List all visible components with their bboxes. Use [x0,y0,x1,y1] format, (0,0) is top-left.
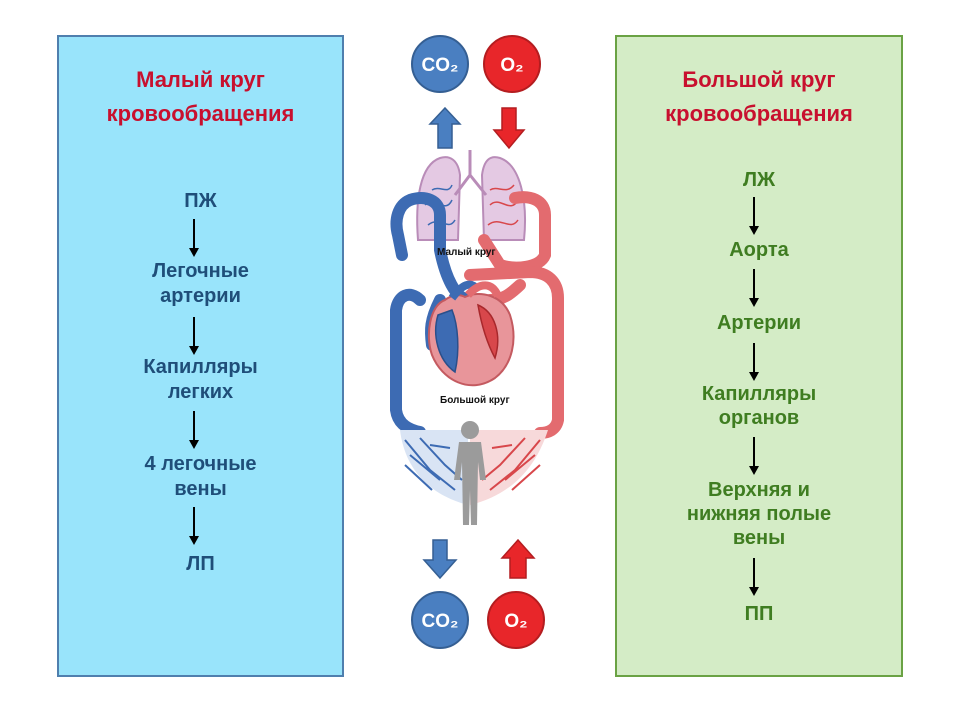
pulmonary-step-left-atrium: ЛП [186,553,215,575]
pulmonary-step-veins-line2: вены [174,478,227,500]
systemic-step-right-atrium: ПП [744,603,774,625]
o2-in-arrow-top [492,107,526,150]
systemic-step-capillaries-line2: органов [718,407,800,429]
pulmonary-step-capillaries-line2: легких [167,381,234,403]
small-circle-label: Малый круг [437,247,496,258]
large-circle-label: Большой круг [440,395,510,406]
o2-circle-bottom: O₂ [487,591,545,649]
human-silhouette-icon [454,421,486,525]
pulmonary-step-arteries-line2: артерии [160,285,241,307]
systemic-circulation-panel: Большой круг кровообращения ЛЖ Аорта Арт… [615,35,903,677]
co2-circle-bottom: CO₂ [411,591,469,649]
pulmonary-step-arteries-line1: Легочные [152,260,249,282]
pulmonary-title-line2: кровообращения [106,101,295,126]
systemic-step-left-ventricle: ЛЖ [742,169,776,191]
o2-in-arrow-bottom [500,538,536,579]
systemic-step-arteries: Артерии [716,312,802,334]
pulmonary-title-line1: Малый круг [136,67,265,92]
o2-circle-top: O₂ [483,35,541,93]
co2-out-arrow-top [428,106,462,149]
heart-illustration [427,280,515,387]
body-capillary-network [400,430,548,505]
systemic-step-vena-cava-line1: Верхняя и [708,479,810,501]
co2-circle-top: CO₂ [411,35,469,93]
pulmonary-circulation-panel: Малый круг кровообращения ПЖ Легочные ар… [57,35,344,677]
systemic-step-vena-cava-line2: нижняя полые [686,503,832,525]
lungs-illustration [416,150,526,241]
pulmonary-step-veins-line1: 4 легочные [144,453,257,475]
pulmonary-step-right-ventricle: ПЖ [184,190,217,212]
systemic-step-aorta: Аорта [729,239,789,261]
systemic-title-line1: Большой круг [682,67,836,92]
systemic-step-vena-cava-line3: вены [732,527,786,549]
systemic-title-line2: кровообращения [665,101,853,126]
pulmonary-step-capillaries-line1: Капилляры [143,356,258,378]
co2-out-arrow-bottom [422,539,458,580]
systemic-step-capillaries-line1: Капилляры [701,383,817,405]
